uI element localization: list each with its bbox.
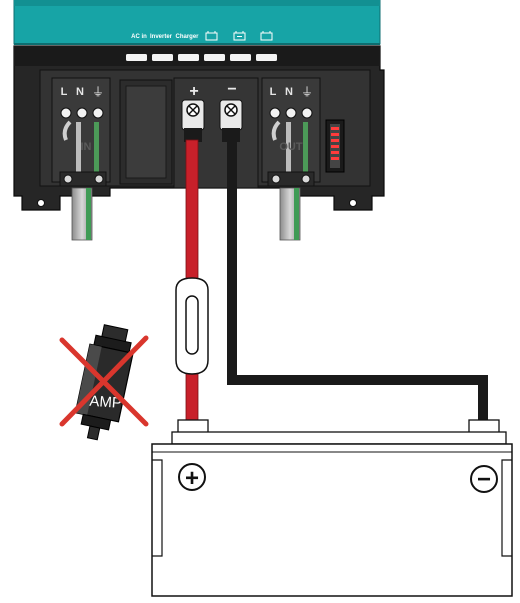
fuse-amp-label: AMP: [89, 393, 123, 412]
battery-positive-terminal-icon: +: [178, 463, 206, 492]
status-led: [256, 54, 277, 61]
crossed-out-fuse-icon: AMP: [59, 324, 149, 441]
battery-icon: [233, 31, 246, 41]
inverter-housing: [13, 0, 381, 45]
ac-out-clamp-screw: [301, 174, 311, 184]
ac-out-clamp-screw: [271, 174, 281, 184]
battery-negative-terminal-icon: −: [470, 465, 498, 493]
inverter-unit: AC in Inverter Charger: [13, 0, 385, 211]
status-led: [126, 54, 147, 61]
battery: + −: [151, 419, 513, 597]
indicator-strip: AC in Inverter Charger: [131, 31, 273, 41]
battery-positive-symbol: +: [185, 465, 199, 492]
ac-out-n-screw: [285, 107, 297, 119]
status-led: [230, 54, 251, 61]
ac-in-l-screw: [60, 107, 72, 119]
ac-in-clamp-screw: [63, 174, 73, 184]
mounting-hole: [37, 199, 45, 207]
ac-in-n-label: N: [76, 86, 84, 98]
ac-in-terminal-block: L N ⏚ IN: [51, 77, 111, 187]
fuse-window: [185, 295, 199, 355]
ac-out-earth-label: ⏚: [301, 85, 313, 99]
indicator-label-ac-in: AC in: [131, 34, 147, 40]
dip-switch-connector: [325, 119, 345, 173]
ac-out-l-screw: [269, 107, 281, 119]
battery-icon: [205, 31, 218, 41]
dc-positive-label: +: [189, 83, 198, 100]
ac-in-tag: IN: [81, 141, 92, 153]
status-led: [152, 54, 173, 61]
ac-out-cables: [279, 187, 301, 241]
ac-in-earth-label: ⏚: [92, 85, 104, 99]
ac-out-tag: OUT: [279, 141, 303, 153]
status-led: [178, 54, 199, 61]
ac-out-l-label: L: [270, 86, 277, 98]
negative-cable: [227, 140, 488, 426]
indicator-label-inverter: Inverter: [150, 34, 173, 40]
dc-negative-label: −: [227, 81, 236, 98]
ac-out-terminal-block: L N ⏚ OUT: [261, 77, 321, 187]
ac-in-n-screw: [76, 107, 88, 119]
status-led-row: [126, 54, 277, 61]
ac-out-earth-screw: [301, 107, 313, 119]
ac-out-n-label: N: [285, 86, 293, 98]
cross-line: [59, 335, 149, 427]
battery-body: [151, 443, 513, 597]
mounting-hole: [349, 199, 357, 207]
indicator-label-charger: Charger: [175, 34, 199, 40]
battery-negative-symbol: −: [477, 466, 491, 493]
ac-in-cables: [71, 187, 93, 241]
ac-in-earth-screw: [92, 107, 104, 119]
ac-in-l-label: L: [61, 86, 68, 98]
inline-fuse-holder: [175, 277, 209, 375]
ac-in-clamp-screw: [94, 174, 104, 184]
battery-icon: [260, 31, 273, 41]
status-led: [204, 54, 225, 61]
